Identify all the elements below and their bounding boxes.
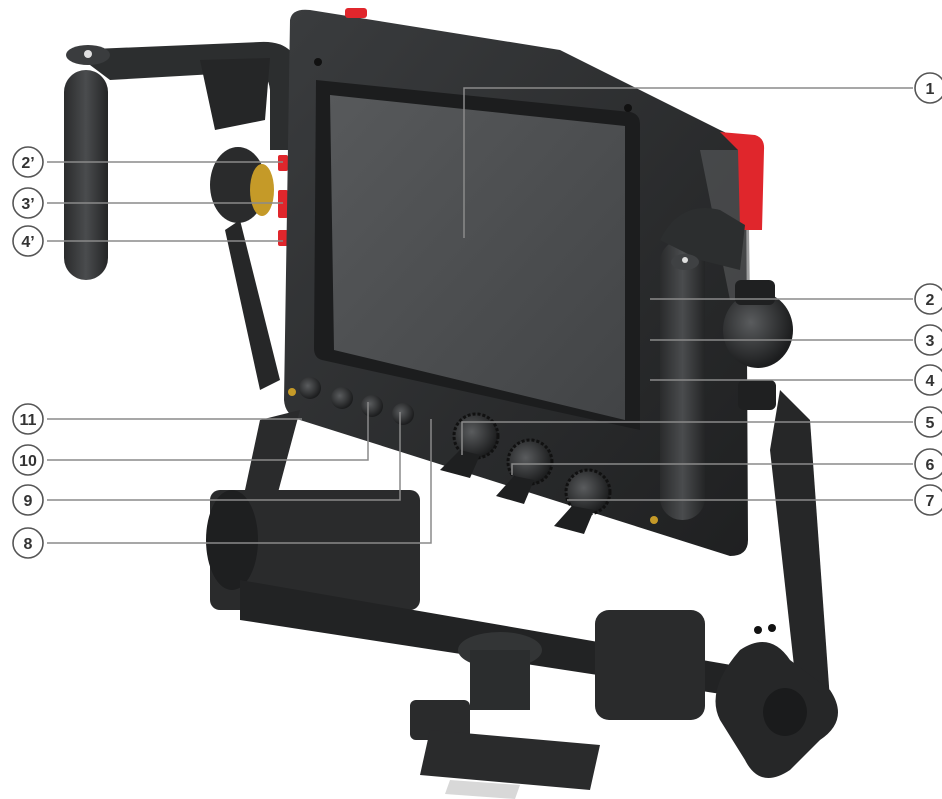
callout-7: 7: [914, 484, 942, 516]
callout-11: 11: [12, 403, 44, 435]
callout-3: 3: [914, 324, 942, 356]
dial-5[interactable]: [452, 412, 500, 460]
callout-4prime: 4’: [12, 225, 44, 257]
left-button-4prime[interactable]: [278, 230, 288, 246]
left-side-controls: [210, 147, 288, 390]
monitor-screen: [330, 95, 625, 420]
callout-lines: [47, 87, 913, 544]
callout-4prime-label: 4’: [21, 234, 34, 251]
button-9[interactable]: [361, 395, 383, 417]
button-11[interactable]: [299, 377, 321, 399]
callout-5: 5: [914, 406, 942, 438]
callout-3-label: 3: [926, 333, 935, 350]
mount-bracket: [206, 390, 838, 799]
dial-6[interactable]: [506, 438, 554, 486]
callout-4-label: 4: [926, 373, 935, 390]
left-button-3prime[interactable]: [278, 190, 288, 218]
callout-1-label: 1: [926, 81, 935, 98]
top-handle: [64, 41, 300, 280]
button-8[interactable]: [392, 403, 414, 425]
callout-4: 4: [914, 364, 942, 396]
callout-8: 8: [12, 527, 44, 559]
callout-6-label: 6: [926, 457, 935, 474]
callout-10-label: 10: [19, 453, 37, 470]
callout-11-label: 11: [20, 412, 37, 429]
callout-2: 2: [914, 283, 942, 315]
button-10[interactable]: [331, 387, 353, 409]
right-clamp-knob[interactable]: [723, 292, 793, 368]
callout-2prime-label: 2’: [21, 155, 34, 172]
callout-2-label: 2: [926, 292, 935, 309]
callout-3prime: 3’: [12, 187, 44, 219]
callout-10: 10: [12, 444, 44, 476]
callout-7-label: 7: [926, 493, 935, 510]
callout-1: 1: [914, 72, 942, 104]
callout-2prime: 2’: [12, 146, 44, 178]
left-button-2prime[interactable]: [278, 155, 288, 171]
front-controls: [299, 377, 612, 534]
dial-7[interactable]: [564, 468, 612, 516]
callout-9-label: 9: [24, 493, 33, 510]
callout-6: 6: [914, 448, 942, 480]
callout-8-label: 8: [24, 536, 33, 553]
callout-5-label: 5: [926, 415, 935, 432]
callout-9: 9: [12, 484, 44, 516]
callout-3prime-label: 3’: [21, 196, 34, 213]
